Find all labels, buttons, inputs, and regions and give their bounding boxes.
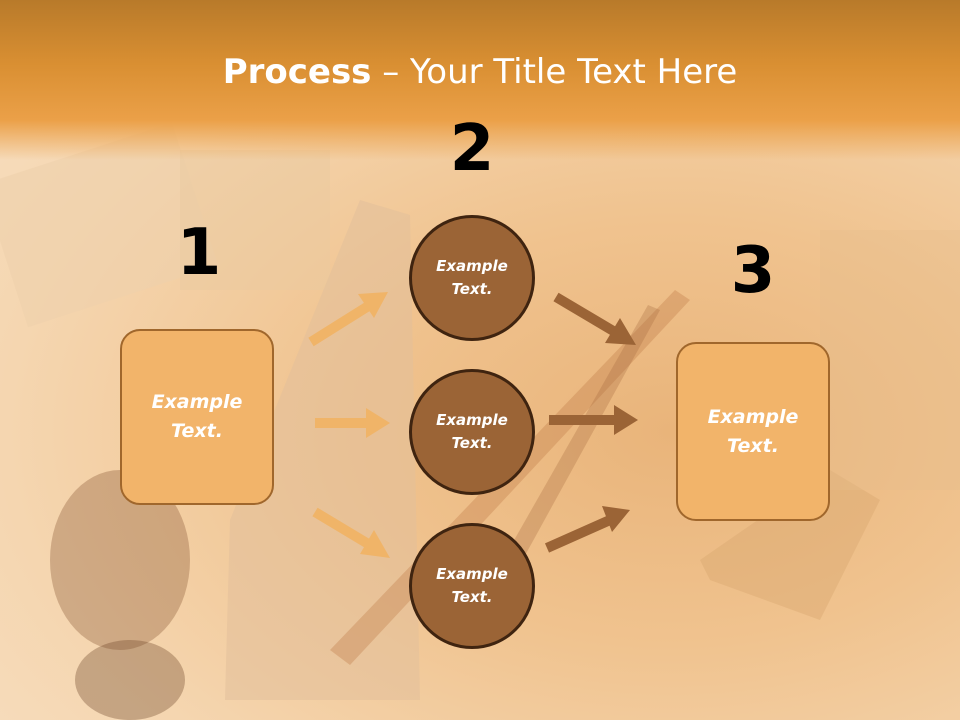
- step-number-2: 2: [449, 112, 495, 186]
- arrow-middle-to-right: [549, 405, 638, 435]
- arrow-left-to-bottom: [312, 507, 390, 558]
- arrow-left-to-top: [308, 292, 388, 347]
- step-number-3: 3: [730, 234, 776, 308]
- process-circle-middle: Example Text.: [409, 369, 535, 495]
- process-circle-bottom: Example Text.: [409, 523, 535, 649]
- slide-title: Process – Your Title Text Here: [0, 52, 960, 92]
- input-box: Example Text.: [120, 329, 274, 505]
- step-number-1: 1: [176, 216, 222, 290]
- header-band: [0, 0, 960, 160]
- title-rest: – Your Title Text Here: [371, 52, 738, 92]
- process-circle-top: Example Text.: [409, 215, 535, 341]
- output-box: Example Text.: [676, 342, 830, 521]
- arrow-top-to-right: [553, 292, 636, 345]
- arrow-left-to-middle: [315, 408, 390, 438]
- arrow-bottom-to-right: [544, 506, 630, 553]
- title-bold: Process: [222, 52, 372, 92]
